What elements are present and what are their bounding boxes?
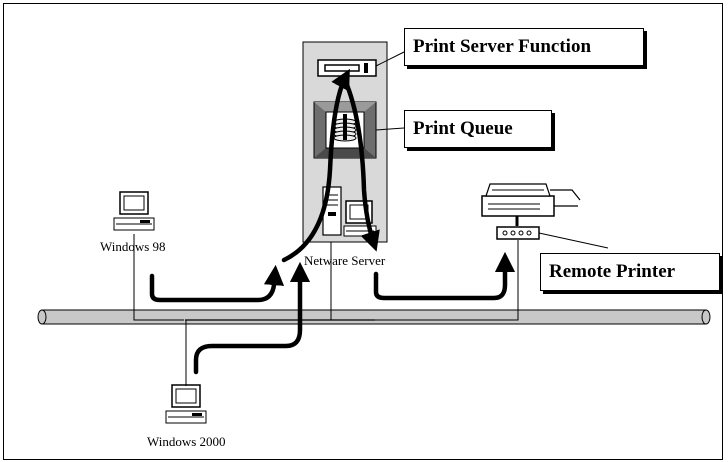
print-server-box-icon — [496, 226, 540, 240]
diagram-frame — [3, 3, 723, 460]
network-cable-icon — [37, 309, 711, 325]
remote-printer-callout: Remote Printer — [540, 253, 720, 291]
computer-icon — [165, 384, 207, 424]
print-queue-callout: Print Queue — [404, 110, 552, 148]
computer-icon — [113, 191, 155, 231]
windows-98-label: Windows 98 — [100, 239, 166, 254]
data-flow-arrows — [149, 68, 516, 375]
print-queue-icon — [313, 101, 377, 159]
netware-server-label: Netware Server — [304, 253, 386, 268]
callout-leaders — [375, 51, 609, 249]
print-server-card-icon — [317, 59, 377, 77]
print-server-function-callout: Print Server Function — [404, 28, 644, 66]
network-connectors — [133, 234, 519, 386]
printer-icon — [481, 183, 581, 226]
windows-2000-label: Windows 2000 — [147, 434, 226, 449]
